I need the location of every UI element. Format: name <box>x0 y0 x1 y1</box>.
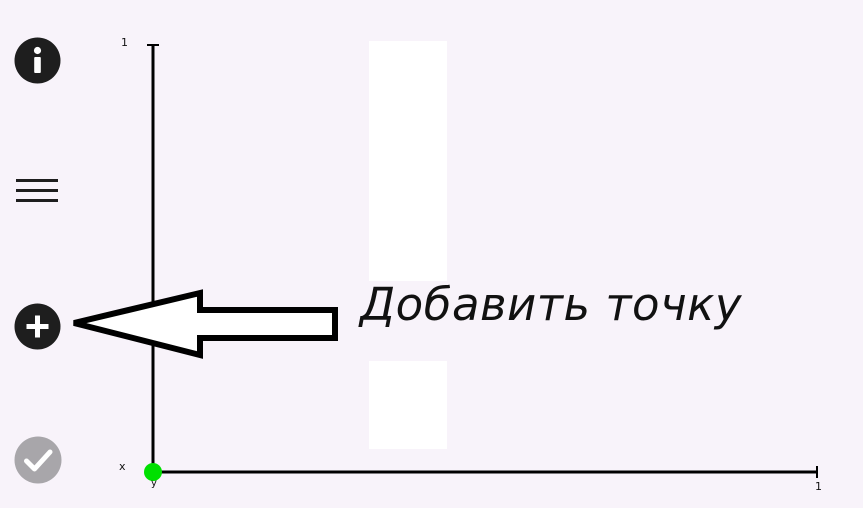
check-icon <box>14 436 62 484</box>
add-point-button[interactable] <box>14 303 61 350</box>
info-icon <box>14 37 61 84</box>
arrow-left-icon <box>73 289 338 359</box>
origin-point[interactable] <box>144 463 162 481</box>
hint-label: Добавить точку <box>360 278 742 331</box>
x-axis-max-label: 1 <box>815 480 822 493</box>
x-axis-name: x <box>119 460 126 473</box>
menu-button[interactable] <box>14 168 60 214</box>
info-button[interactable] <box>14 37 61 84</box>
y-axis-name: y <box>151 478 157 489</box>
menu-icon <box>16 179 58 202</box>
y-axis-max-label: 1 <box>121 36 128 49</box>
panel-bottom <box>369 361 447 449</box>
plus-icon <box>14 303 61 350</box>
done-button[interactable] <box>14 436 62 484</box>
panel-top <box>369 41 447 281</box>
